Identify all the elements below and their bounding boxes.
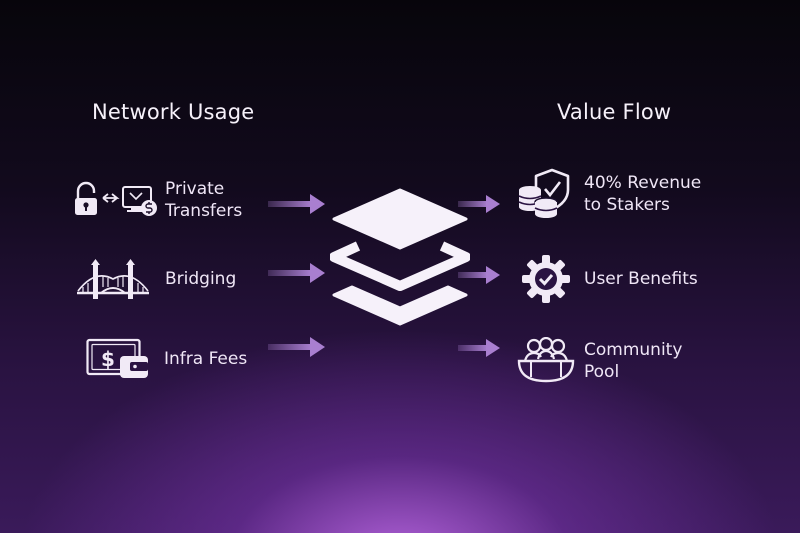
user-benefits-label: User Benefits [584, 269, 698, 289]
wallet-cash-icon: $ [86, 338, 148, 378]
community-pool-item: Community Pool [517, 337, 682, 385]
layer-stack-icon [330, 188, 470, 326]
bridge-icon [77, 259, 149, 299]
community-label-line1: Community [584, 340, 683, 360]
revenue-label-line1: 40% Revenue [584, 173, 702, 193]
lock-exchange-icon [75, 181, 157, 216]
network-usage-heading: Network Usage [92, 100, 255, 124]
revenue-to-stakers-item: 40% Revenue to Stakers [516, 168, 701, 220]
arrow-right-icon [458, 339, 500, 357]
revenue-label-line2: to Stakers [584, 195, 670, 215]
arrow-right-icon [268, 194, 325, 214]
shield-coins-icon [518, 168, 570, 218]
bridging-item: Bridging [75, 257, 236, 301]
private-transfers-label-line1: Private [165, 179, 225, 199]
user-benefits-item: User Benefits [521, 254, 698, 304]
infra-fees-label: Infra Fees [164, 349, 248, 369]
bridging-label: Bridging [165, 269, 237, 289]
private-transfers-item: Private Transfers [73, 178, 242, 222]
infra-fees-item: $ Infra Fees [86, 338, 247, 380]
arrow-right-icon [268, 263, 325, 283]
value-flow-heading: Value Flow [557, 100, 672, 124]
community-label-line2: Pool [584, 362, 620, 382]
private-transfers-label-line2: Transfers [165, 201, 243, 221]
arrow-right-icon [458, 266, 500, 284]
community-group-icon [517, 337, 575, 383]
svg-text:$: $ [101, 347, 115, 371]
gear-check-icon [522, 255, 570, 303]
arrow-right-icon [268, 337, 325, 357]
arrow-right-icon [458, 195, 500, 213]
